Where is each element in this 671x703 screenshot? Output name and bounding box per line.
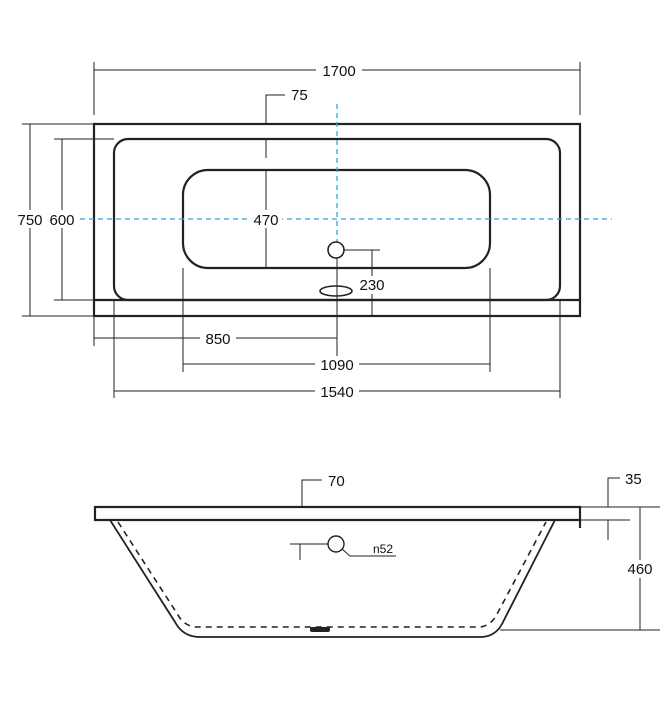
drain-outlet [310, 627, 330, 632]
dim-height: 460 [627, 561, 652, 578]
dim-inner-length: 1540 [320, 384, 353, 401]
tub-body-profile [109, 519, 556, 638]
dim-drain-offset: 230 [359, 277, 384, 294]
rim-profile [93, 505, 582, 522]
dim-basin-length: 1090 [320, 357, 353, 374]
overflow-hole-side [327, 535, 345, 553]
dim-rim-thickness: 70 [328, 473, 345, 490]
dim-inner-width: 600 [49, 212, 74, 229]
drain-hole [319, 285, 353, 297]
dim-center-offset: 850 [205, 331, 230, 348]
overflow-diameter-label: n52 [373, 542, 393, 556]
dim-basin-width: 470 [253, 212, 278, 229]
side-view: n52 70 35 460 [93, 471, 660, 638]
inner-surface-dashed [117, 521, 547, 628]
overflow-hole [327, 241, 345, 259]
dim-rim-width: 75 [291, 87, 308, 104]
dim-overall-width: 750 [17, 212, 42, 229]
top-view: 1700 75 750 600 470 230 850 1090 1540 [14, 62, 612, 401]
dim-rim-edge: 35 [625, 471, 642, 488]
dim-overall-length: 1700 [322, 63, 355, 80]
